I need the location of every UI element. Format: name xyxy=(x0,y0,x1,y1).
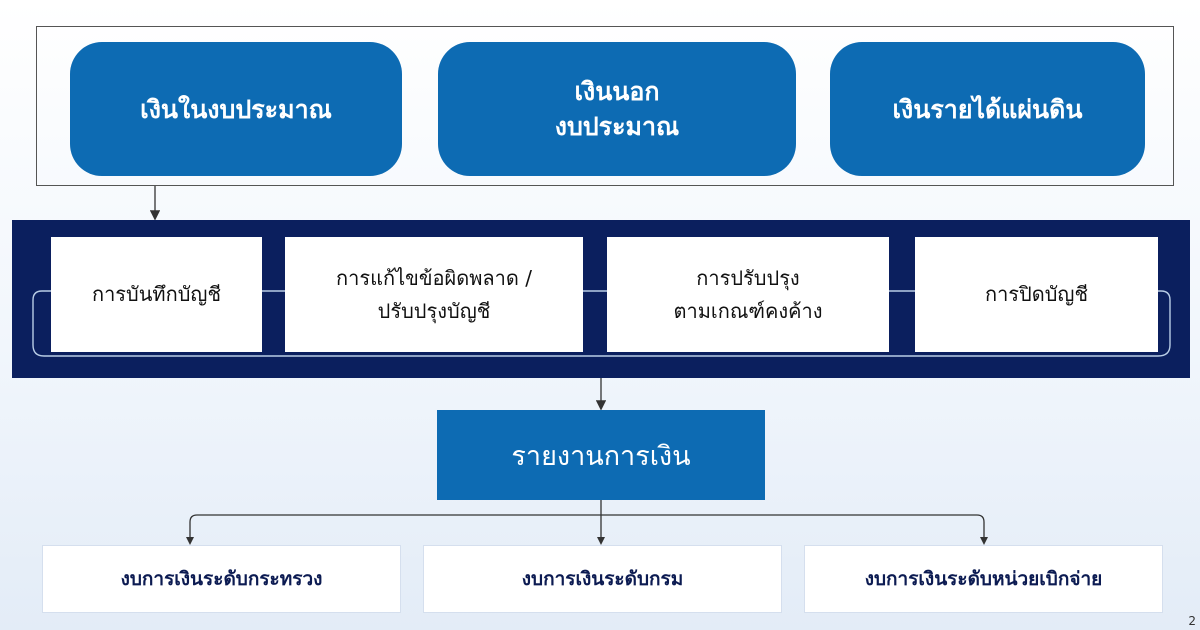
output-disbursing-unit-statements: งบการเงินระดับหน่วยเบิกจ่าย xyxy=(804,545,1163,613)
funding-sources-frame xyxy=(36,26,1174,186)
fund-off-budget-box: เงินนอก งบประมาณ xyxy=(438,42,796,176)
step-accrual-line1: การปรับปรุง xyxy=(696,265,800,290)
right-arrowhead xyxy=(980,537,988,545)
financial-report-box: รายงานการเงิน xyxy=(437,410,765,500)
fund-in-budget-box: เงินในงบประมาณ xyxy=(70,42,402,176)
fund-state-revenue-box: เงินรายได้แผ่นดิน xyxy=(830,42,1145,176)
output-disbursing-unit-label: งบการเงินระดับหน่วยเบิกจ่าย xyxy=(864,568,1103,590)
step-correct-line2: ปรับปรุงบัญชี xyxy=(377,298,491,323)
step-record-accounts: การบันทึกบัญชี xyxy=(51,237,262,352)
output-ministry-label: งบการเงินระดับกระทรวง xyxy=(120,568,323,590)
output-department-statements: งบการเงินระดับกรม xyxy=(423,545,782,613)
report-branch-connector xyxy=(189,514,985,543)
page-number: 2 xyxy=(1188,614,1196,628)
step-close-label: การปิดบัญชี xyxy=(984,282,1089,306)
fund-state-revenue-label: เงินรายได้แผ่นดิน xyxy=(892,94,1083,124)
financial-report-label: รายงานการเงิน xyxy=(511,440,691,472)
center-arrowhead xyxy=(597,537,605,545)
output-ministry-statements: งบการเงินระดับกระทรวง xyxy=(42,545,401,613)
output-department-label: งบการเงินระดับกรม xyxy=(521,568,684,590)
step-record-label: การบันทึกบัญชี xyxy=(91,282,222,306)
step-correct-errors: การแก้ไขข้อผิดพลาด / ปรับปรุงบัญชี xyxy=(285,237,583,352)
step-correct-line1: การแก้ไขข้อผิดพลาด / xyxy=(336,265,532,290)
fund-in-budget-label: เงินในงบประมาณ xyxy=(140,94,332,124)
step-accrual-adjustment: การปรับปรุง ตามเกณฑ์คงค้าง xyxy=(607,237,889,352)
left-arrowhead xyxy=(186,537,194,545)
step-close-accounts: การปิดบัญชี xyxy=(915,237,1158,352)
fund-off-budget-line2: งบประมาณ xyxy=(554,112,680,141)
fund-off-budget-line1: เงินนอก xyxy=(574,77,660,106)
step-accrual-line2: ตามเกณฑ์คงค้าง xyxy=(673,298,823,323)
